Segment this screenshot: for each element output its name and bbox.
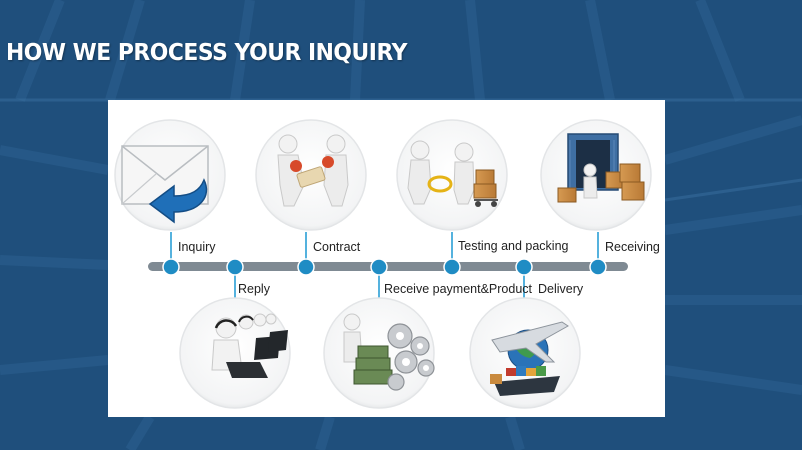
- plane-ship-globe-icon: [470, 298, 580, 408]
- money-gears-icon: [324, 298, 434, 408]
- step-label-reply: Reply: [238, 282, 270, 296]
- call-center-icon: [180, 298, 290, 408]
- handshake-contract-icon: [256, 120, 366, 230]
- node-delivery: [516, 259, 532, 275]
- node-testing: [444, 259, 460, 275]
- timeline-bar: [148, 262, 628, 271]
- node-inquiry: [163, 259, 179, 275]
- envelope-reply-icon: [115, 120, 225, 230]
- step-label-inquiry: Inquiry: [178, 240, 216, 254]
- step-label-payment: Receive payment&Product: [384, 282, 532, 296]
- page-title: HOW WE PROCESS YOUR INQUIRY: [6, 40, 407, 66]
- container-boxes-icon: [541, 120, 651, 230]
- step-label-contract: Contract: [313, 240, 360, 254]
- step-label-receiving: Receiving: [605, 240, 660, 254]
- step-label-delivery: Delivery: [538, 282, 583, 296]
- node-payment: [371, 259, 387, 275]
- testing-packing-icon: [397, 120, 507, 230]
- node-receiving: [590, 259, 606, 275]
- step-label-testing: Testing and packing: [458, 239, 569, 253]
- node-reply: [227, 259, 243, 275]
- node-contract: [298, 259, 314, 275]
- process-diagram: Inquiry Reply Contract Receive payment&P…: [108, 100, 665, 417]
